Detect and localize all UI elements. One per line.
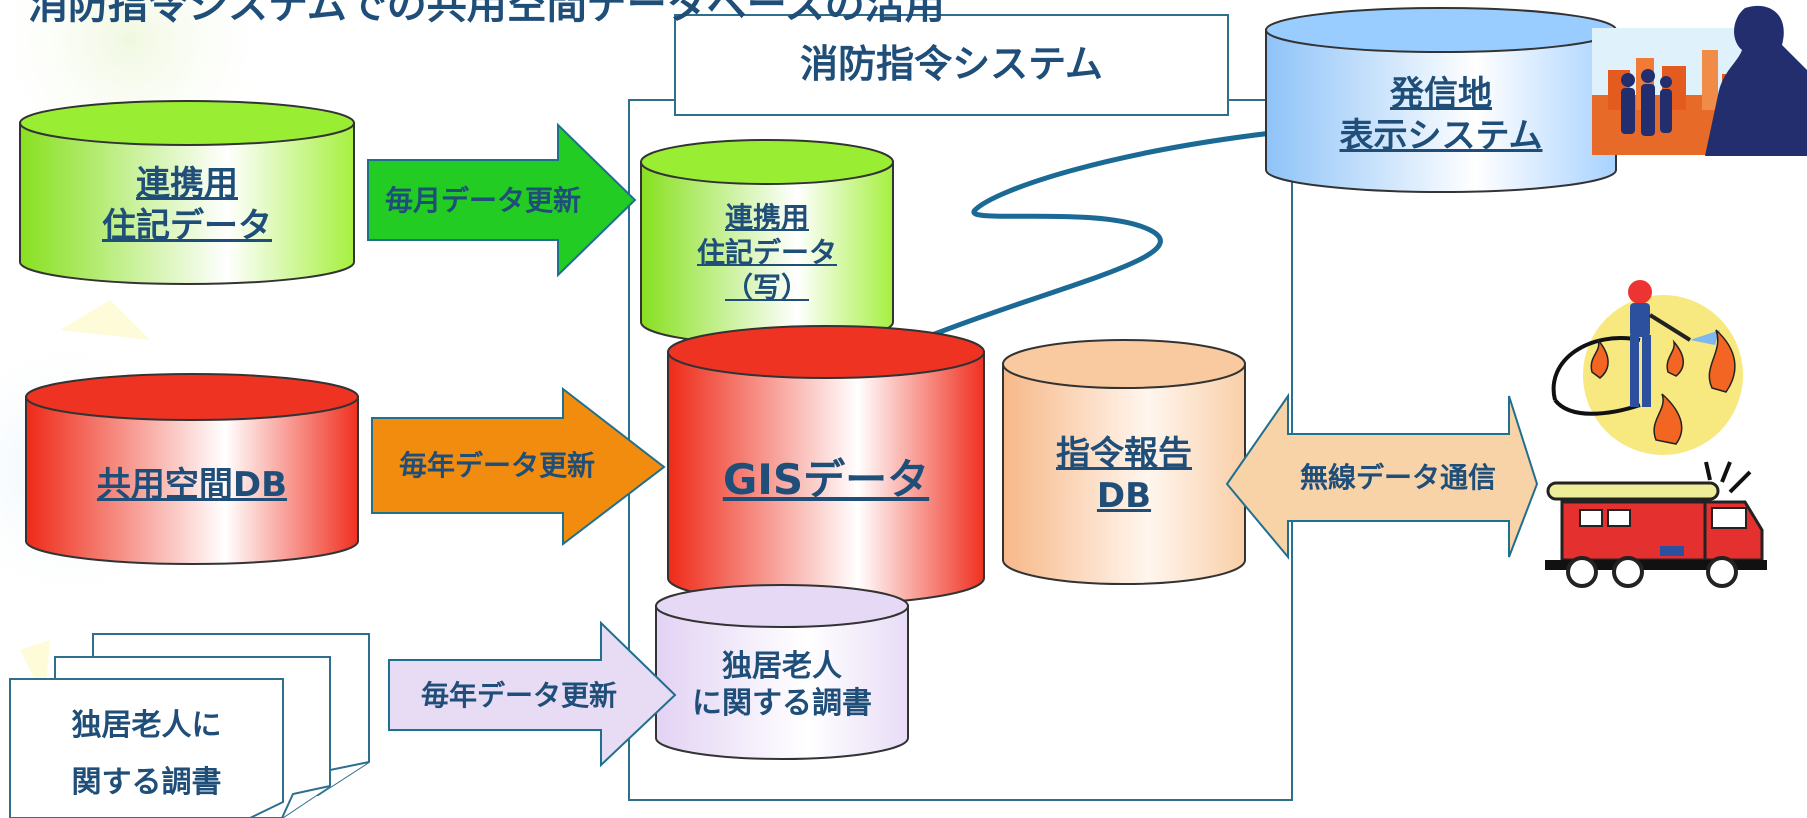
arrow-yearly-gis-label: 毎年データ更新 — [398, 449, 595, 482]
db-gis-label: GISデータ — [722, 454, 930, 504]
link-curve — [929, 127, 1301, 338]
db-shirei — [1002, 339, 1246, 585]
arrow-yearly-elder — [388, 620, 677, 768]
system-title-box — [674, 14, 1229, 116]
db-renkei-source — [19, 100, 355, 285]
db-renkei-copy — [640, 139, 894, 345]
arrow-yearly-elder-label: 毎年データ更新 — [420, 678, 617, 712]
db-dokkyo — [655, 584, 909, 760]
firefighter-icon — [1551, 280, 1743, 455]
page-title: 消防指令システムでの共用空間データベースの活用 — [28, 0, 945, 28]
arrow-yearly-gis — [371, 386, 666, 547]
arrow-monthly — [367, 122, 637, 278]
db-kyoyo-label: 共用空間DB — [96, 464, 288, 505]
arrow-monthly-label: 毎月データ更新 — [384, 183, 581, 217]
db-renkei-copy-label: 連携用 住記データ （写） — [696, 200, 837, 304]
document-label: 独居老人に 関する調書 — [71, 708, 222, 800]
arrow-radio — [1225, 392, 1539, 560]
office-workers-icon — [1592, 5, 1807, 157]
arrow-radio-label: 無線データ通信 — [1299, 461, 1496, 494]
db-gis — [667, 325, 985, 605]
db-hasshinchi — [1265, 7, 1617, 193]
db-kyoyo — [25, 373, 359, 565]
db-dokkyo-label: 独居老人 に関する調書 — [692, 648, 872, 722]
document-stack — [9, 633, 370, 818]
db-renkei-source-label: 連携用 住記データ — [102, 163, 272, 247]
db-hasshinchi-label: 発信地 表示システム — [1339, 73, 1543, 157]
system-title: 消防指令システム — [800, 42, 1103, 87]
db-shirei-label: 指令報告 DB — [1056, 433, 1192, 517]
fire-truck-icon — [1545, 461, 1767, 588]
